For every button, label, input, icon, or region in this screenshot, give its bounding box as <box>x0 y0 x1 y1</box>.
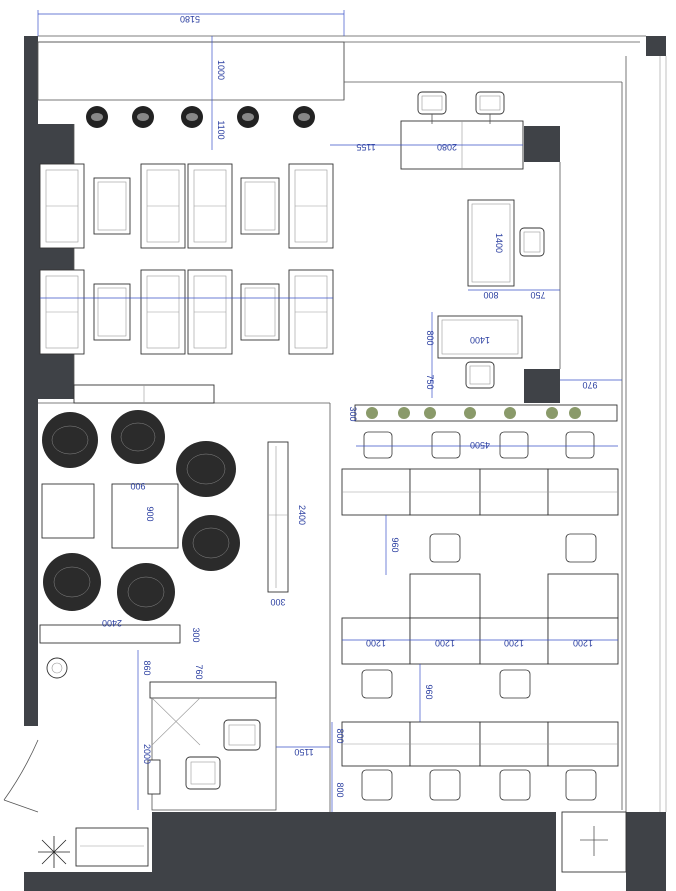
corner-chair <box>561 811 627 873</box>
dim-750-desk1: 750 <box>530 290 545 300</box>
side-table <box>41 483 95 539</box>
second-office-desk: 800 750 1400 970 <box>425 312 622 398</box>
lounge-armchairs <box>39 163 334 355</box>
planter: 300 <box>348 404 618 422</box>
dim-1200-b: 1200 <box>435 638 455 648</box>
beanbag <box>111 410 165 464</box>
dim-900-table: 900 <box>130 481 145 491</box>
top-depth-dimension: 1000 1100 <box>211 36 226 150</box>
shelf <box>73 384 215 404</box>
office-chair <box>565 533 597 563</box>
office-chair <box>465 361 495 389</box>
bar-stool <box>237 106 259 128</box>
entrance <box>3 739 149 868</box>
office-chair <box>431 431 461 459</box>
armchair <box>288 163 334 249</box>
office-chair <box>417 91 447 124</box>
dim-960-a: 960 <box>390 537 400 552</box>
dim-800-bottom-b: 800 <box>335 782 345 797</box>
dim-760: 760 <box>194 664 204 679</box>
office-chair <box>475 91 505 124</box>
armchair <box>39 269 85 355</box>
meeting-area: 1155 2080 <box>330 91 524 170</box>
office-chair <box>499 431 529 459</box>
beanbag-lounge: 900 900 <box>41 410 240 621</box>
office-chair <box>519 227 545 257</box>
office-chair <box>361 669 393 699</box>
dim-970: 970 <box>582 380 597 390</box>
bar-stool <box>86 106 108 128</box>
dim-800-desk1: 800 <box>483 290 498 300</box>
office-chair <box>361 769 393 801</box>
office-chair <box>363 431 393 459</box>
beanbag <box>42 412 98 468</box>
coffee-table <box>93 177 131 235</box>
armchair <box>140 269 186 355</box>
armchair <box>39 163 85 249</box>
coffee-table <box>93 283 131 341</box>
dim-1100: 1100 <box>216 120 226 139</box>
pouf-table <box>111 483 179 549</box>
dim-750-desk2: 750 <box>425 374 435 389</box>
armchair <box>288 269 334 355</box>
office-chair <box>499 669 531 699</box>
dim-800-bottom-a: 800 <box>335 728 345 743</box>
coffee-table <box>240 283 280 341</box>
private-office-desk: 1400 800 750 <box>467 199 560 300</box>
facade-lines <box>37 35 667 812</box>
dim-1400-desk2: 1400 <box>470 335 490 345</box>
top-width-dimension: 5180 <box>37 10 345 36</box>
reception: 860 760 2000 1150 <box>46 650 330 811</box>
dim-1150: 1150 <box>294 747 313 757</box>
dim-300-sofa: 300 <box>270 597 285 607</box>
dim-800-desk2: 800 <box>425 330 435 345</box>
office-chair <box>499 769 531 801</box>
dim-2400-bench: 2400 <box>102 618 122 628</box>
dim-5180: 5180 <box>180 14 200 24</box>
dim-860: 860 <box>142 660 152 675</box>
dim-1200-c: 1200 <box>504 638 524 648</box>
dim-4500: 4500 <box>470 440 490 450</box>
dim-1155: 1155 <box>356 142 375 152</box>
bar-stool <box>132 106 154 128</box>
office-chair <box>223 719 261 751</box>
coffee-table <box>240 177 280 235</box>
armchair <box>187 163 233 249</box>
bar-stools <box>86 106 315 128</box>
workstations: 4500 960 1200 1200 1200 120 <box>331 431 619 812</box>
beanbag <box>117 563 175 621</box>
beanbag <box>176 441 236 497</box>
dim-2400-sofa: 2400 <box>297 505 307 525</box>
dim-2000: 2000 <box>142 744 152 764</box>
dim-1400-desk1: 1400 <box>494 233 504 253</box>
dim-960-b: 960 <box>424 684 434 699</box>
plant-icon <box>38 836 70 868</box>
bench: 2400 300 <box>39 618 201 644</box>
office-chair <box>429 533 461 563</box>
dim-300-bench: 300 <box>191 627 201 642</box>
dim-900-table-side: 900 <box>145 506 155 521</box>
bar-stool <box>293 106 315 128</box>
office-chair <box>185 756 221 790</box>
sofa: 2400 300 <box>267 441 307 607</box>
beanbag <box>182 515 240 571</box>
dim-2080: 2080 <box>437 142 457 152</box>
bar-stool <box>181 106 203 128</box>
dim-300-planter: 300 <box>348 406 358 421</box>
dim-1000: 1000 <box>216 60 226 80</box>
dim-1200-d: 1200 <box>573 638 593 648</box>
office-chair <box>429 769 461 801</box>
dim-1200-a: 1200 <box>366 638 386 648</box>
office-chair <box>565 769 597 801</box>
armchair <box>187 269 233 355</box>
beanbag <box>43 553 101 611</box>
armchair <box>140 163 186 249</box>
office-chair <box>565 431 595 459</box>
